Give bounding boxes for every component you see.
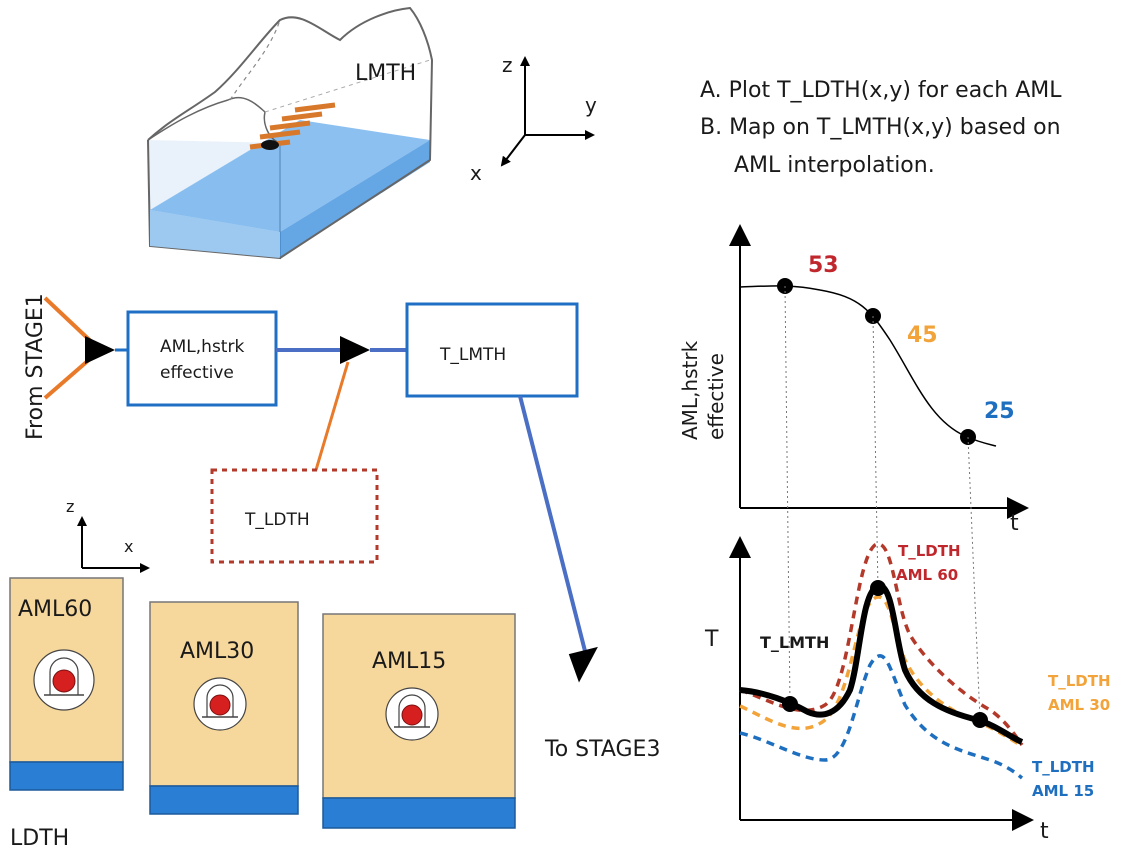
aml-hstrk-box (126, 310, 278, 407)
lmth-water-front (150, 210, 280, 258)
label-aml60-line1: T_LDTH (898, 542, 961, 560)
aml15-duct (398, 694, 426, 727)
chart1-x-label: t (1010, 511, 1019, 536)
cross-section-aml30: AML30 (149, 601, 299, 815)
aml-box-line2: effective (160, 363, 234, 383)
lmth-water-top (150, 120, 430, 232)
t-ldth-box (210, 468, 379, 564)
merge-arrow-1 (85, 336, 115, 364)
small-axis-x-label: x (124, 537, 133, 556)
lmth-front-ridge (147, 96, 281, 144)
aml60-label: AML60 (18, 597, 92, 622)
t-ldth-box-label: T_LDTH (244, 510, 310, 530)
series-aml60 (739, 542, 1024, 747)
cross-section-aml15: AML15 (322, 613, 516, 829)
chart2-x-label: t (1040, 819, 1049, 844)
aml60-duct (49, 657, 79, 695)
flow: From STAGE1 AML,hstrk effective T_LMTH T… (23, 293, 660, 762)
aml30-label: AML30 (180, 639, 254, 664)
t-ldth-feed-line (314, 361, 350, 471)
aml15-water (322, 797, 516, 829)
aml30-duct (206, 684, 234, 717)
step-b-text-cont: AML interpolation. (734, 153, 935, 178)
label-t-lmth: T_LMTH (760, 633, 829, 652)
chart-link-lines (784, 285, 981, 721)
chart2-point-3 (972, 712, 988, 728)
aml30-water (149, 785, 299, 815)
label-aml30-line1: T_LDTH (1048, 672, 1111, 690)
chart1-label-53: 53 (808, 253, 839, 278)
aml15-label: AML15 (372, 649, 446, 674)
chart-temperature: t T T_LMTH T_LDTH AML 60 T_LDTH AML 30 T… (704, 536, 1111, 844)
step-a-text: A. Plot T_LDTH(x,y) for each AML (700, 78, 1062, 103)
chart1-label-25: 25 (984, 399, 1015, 424)
small-axis-z-label: z (66, 497, 74, 516)
series-aml15 (739, 654, 1024, 780)
lmth-outline (147, 6, 434, 259)
label-aml60-line2: AML 60 (896, 566, 958, 584)
lmth-block: LMTH (147, 6, 434, 260)
axes-3d: z y x (470, 53, 597, 185)
label-aml30-line2: AML 30 (1048, 696, 1110, 714)
to-stage3-arrow (568, 646, 598, 683)
lmth-tunnel-marker (261, 140, 279, 150)
from-stage1-label: From STAGE1 (23, 293, 48, 440)
lmth-hidden-edge-2 (264, 59, 431, 113)
ldth-label: LDTH (10, 826, 69, 851)
chart1-label-45: 45 (907, 323, 938, 348)
label-aml15-line1: T_LDTH (1032, 758, 1095, 776)
chart2-point-1 (782, 696, 798, 712)
aml30-cable-core (209, 694, 231, 716)
axis-x-label: x (470, 161, 482, 185)
cross-section-aml60: AML60 (9, 577, 124, 791)
aml-box-line1: AML,hstrk (160, 337, 244, 357)
aml60-cable-core (52, 669, 76, 693)
lmth-hidden-edge (229, 19, 281, 101)
aml15-cable-core (401, 704, 423, 726)
chart2-point-2 (870, 580, 886, 596)
t-lmth-box (405, 302, 579, 398)
t-lmth-box-label: T_LMTH (439, 345, 506, 365)
axes-2d: z x (66, 497, 150, 573)
to-stage3-label: To STAGE3 (544, 737, 660, 762)
axis-z-label: z (502, 53, 513, 77)
lmth-label: LMTH (355, 61, 416, 86)
chart2-y-label: T (704, 627, 719, 652)
step-b-text: B. Map on T_LMTH(x,y) based on (700, 115, 1061, 140)
axis-x-arrow (500, 134, 526, 167)
to-stage3-line (518, 395, 588, 656)
lmth-water-side (280, 140, 430, 258)
merge-arrow-2 (340, 336, 370, 364)
aml60-water (9, 761, 124, 791)
label-aml15-line2: AML 15 (1032, 782, 1094, 800)
axis-y-label: y (585, 93, 597, 117)
